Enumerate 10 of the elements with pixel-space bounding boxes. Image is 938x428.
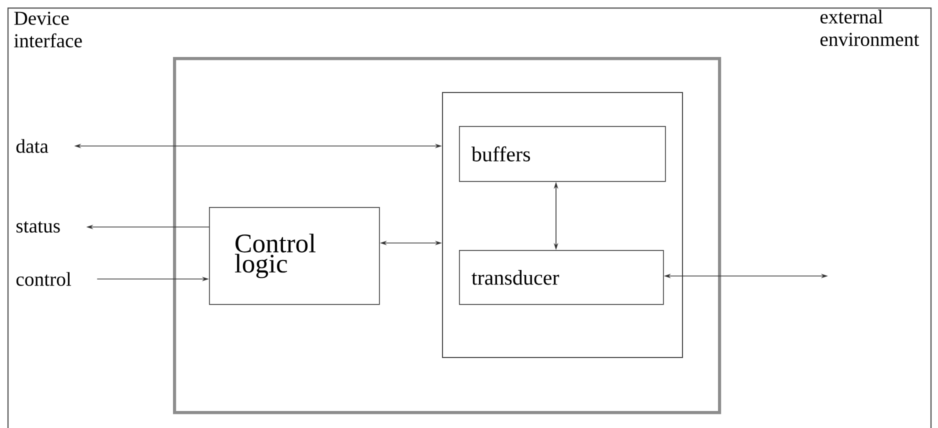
process-box: buffers <box>459 126 666 182</box>
process-box: Control logic <box>209 207 380 305</box>
text-label: Device interface <box>14 12 82 48</box>
process-box: transducer <box>459 250 664 305</box>
component-box <box>442 92 683 358</box>
text-label: external environment <box>820 10 920 46</box>
signal-label: status <box>16 221 60 233</box>
device-box <box>173 57 722 414</box>
signal-label: control <box>16 272 72 286</box>
signal-label: data <box>16 139 48 153</box>
